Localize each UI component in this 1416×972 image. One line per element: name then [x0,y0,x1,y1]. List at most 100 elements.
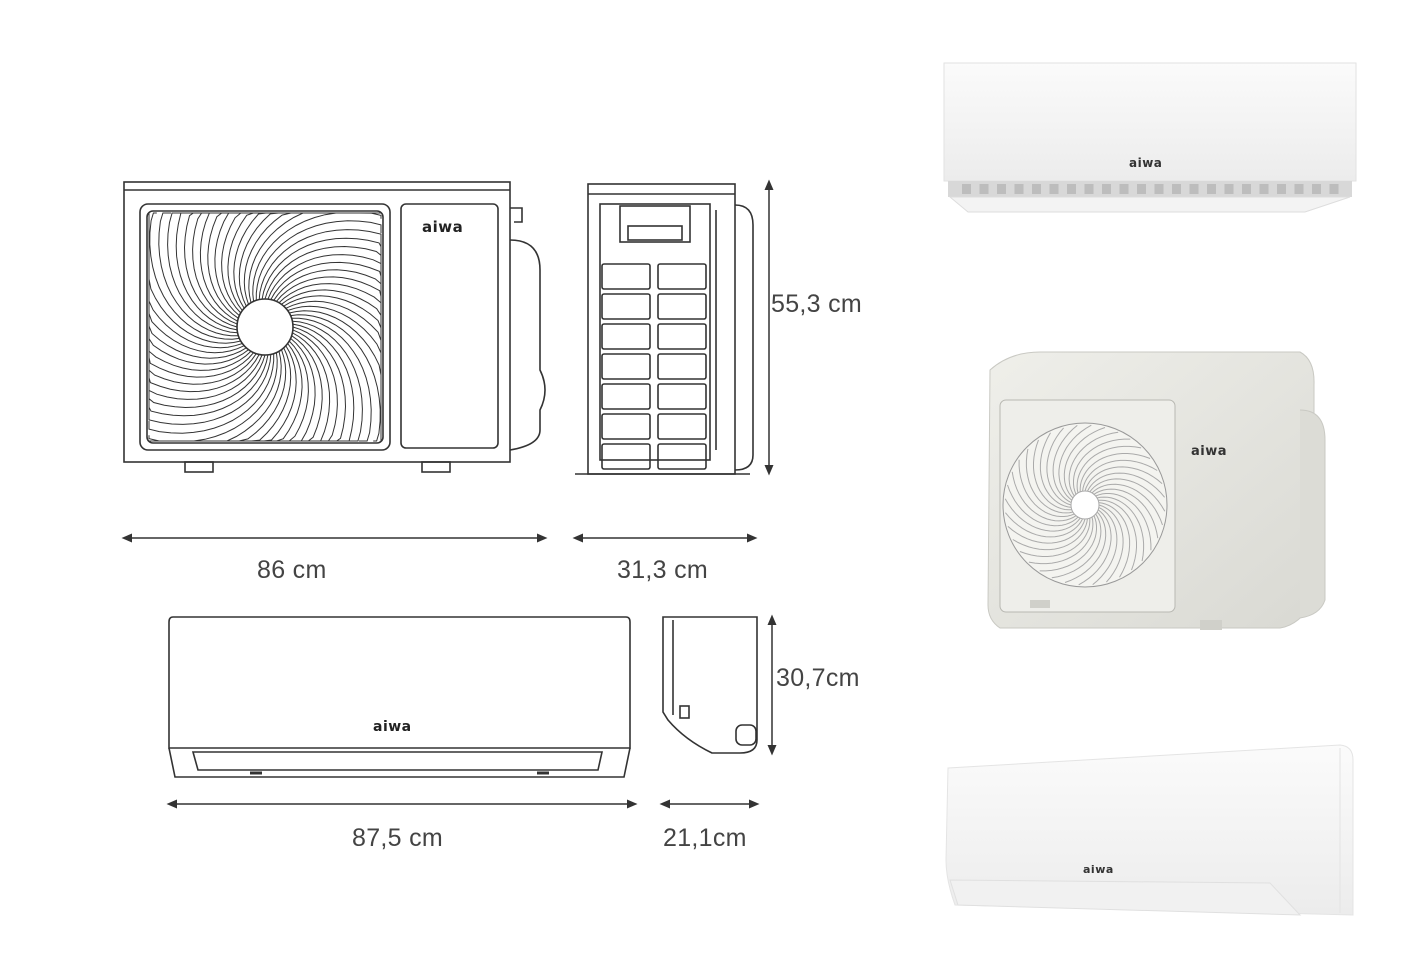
vent-slat [1154,184,1164,194]
fan-blade-line [1004,498,1081,532]
vent-slat [1137,184,1146,194]
vent-slat [1049,184,1059,194]
fan-blade-line [1098,502,1131,578]
fan-blade-line [148,251,247,359]
side-grille-cell [657,383,707,410]
fan-blade-line [1063,427,1106,499]
outdoor-height-label: 55,3 cm [771,290,863,318]
fan-blade-line [183,212,238,328]
outdoor-width-label: 86 cm [257,556,327,584]
fan-blade-line [148,301,254,378]
fan-blade-line [158,212,239,337]
brand-logo: aiwa [1191,444,1228,459]
fan-blade-line [1079,453,1151,492]
vent-slat [962,184,971,194]
vent-slat [997,184,1006,194]
indoor-unit-photo-angled [945,744,1354,916]
vent-slat [1172,184,1181,194]
vent-slat [1084,184,1094,194]
fan-blade-line [175,212,238,331]
side-grille-cell [657,443,707,470]
fan-blade-line [1084,466,1163,492]
fan-blade-line [1098,504,1124,583]
outdoor-unit-photo [987,351,1326,630]
vent-slat [1189,184,1199,194]
vent-slat [1259,184,1269,194]
fan-blade-line [276,276,382,353]
fan-blade-line [1033,439,1072,511]
fan-blade-line [1018,459,1075,517]
fan-blade-line [1092,506,1118,585]
fan-blade-line [1082,459,1158,492]
fan-blade-line [1052,425,1078,504]
fan-blade-line [1039,515,1097,572]
fan-blade-line [167,212,238,334]
fan-blade-line [148,221,243,349]
brand-logo: aiwa [422,218,464,236]
fan-blade-line [1064,511,1107,583]
fan-blade-line [148,213,241,344]
indoor-unit-front-drawing [168,616,631,778]
outdoor-depth-label: 31,3 cm [617,556,709,584]
vent-slat [1329,184,1339,194]
fan-blade-line [255,220,382,301]
side-grille-cell [657,293,707,320]
fan-blade-line [148,352,278,442]
side-grille-cell [601,293,651,320]
fan-blade-line [1068,431,1119,497]
outdoor-unit-side-drawing [575,183,754,475]
fan-blade-line [1096,496,1145,562]
fan-blade-line [1098,499,1137,571]
vent-slat [1032,184,1041,194]
fan-blade-line [1046,427,1072,506]
fan-blade-line [1028,516,1094,565]
fan-blade-line [1073,438,1131,495]
side-grille-cell [657,323,707,350]
fan-blade-line [1058,424,1092,501]
fan-blade-line [264,245,382,300]
fan-blade-line [287,305,382,433]
fan-blade-line [291,317,372,442]
fan-grille [148,212,382,442]
fan-blade-line [258,229,382,300]
fan-blade-line [1051,513,1102,579]
fan-blade-line [1093,488,1159,539]
fan-blade-line [1089,478,1166,512]
vent-slat [1014,184,1024,194]
side-grille-cell [601,383,651,410]
indoor-unit-photo-front [943,62,1357,213]
fan-blade-line [148,354,263,400]
vent-slat [1067,184,1076,194]
fan-blade-line [1019,518,1091,557]
side-grille-cell [657,263,707,290]
fan-blade-line [148,354,266,409]
indoor-width-label: 87,5 cm [352,824,444,852]
brand-logo: aiwa [1129,156,1163,170]
fan-blade-line [148,354,272,425]
outdoor-unit-front-drawing [123,181,546,473]
fan-blade-line [283,295,382,403]
side-grille-cell [601,323,651,350]
fan-blade-line [1091,483,1163,526]
brand-logo: aiwa [1083,863,1114,876]
side-grille-cell [601,443,651,470]
vent-slat [1277,184,1286,194]
indoor-unit-side-drawing [662,616,758,754]
vent-slat [1102,184,1111,194]
fan-blade-line [289,310,382,441]
fan-blade-line [1007,518,1086,544]
fan-blade-line [261,237,382,300]
side-grille-cell [657,413,707,440]
fan-blade-line [267,254,382,300]
side-grille-cell [657,353,707,380]
vent-slat [1294,184,1304,194]
fan-blade-line [1039,432,1072,508]
fan-blade-line [1025,448,1074,514]
side-grille-cell [601,413,651,440]
vent-slat [1312,184,1321,194]
vent-slat [979,184,989,194]
fan-blade-line [290,314,381,442]
fan-blade-line [1086,472,1165,498]
fan-blade-line [252,212,382,302]
fan-blade-line [292,323,355,442]
